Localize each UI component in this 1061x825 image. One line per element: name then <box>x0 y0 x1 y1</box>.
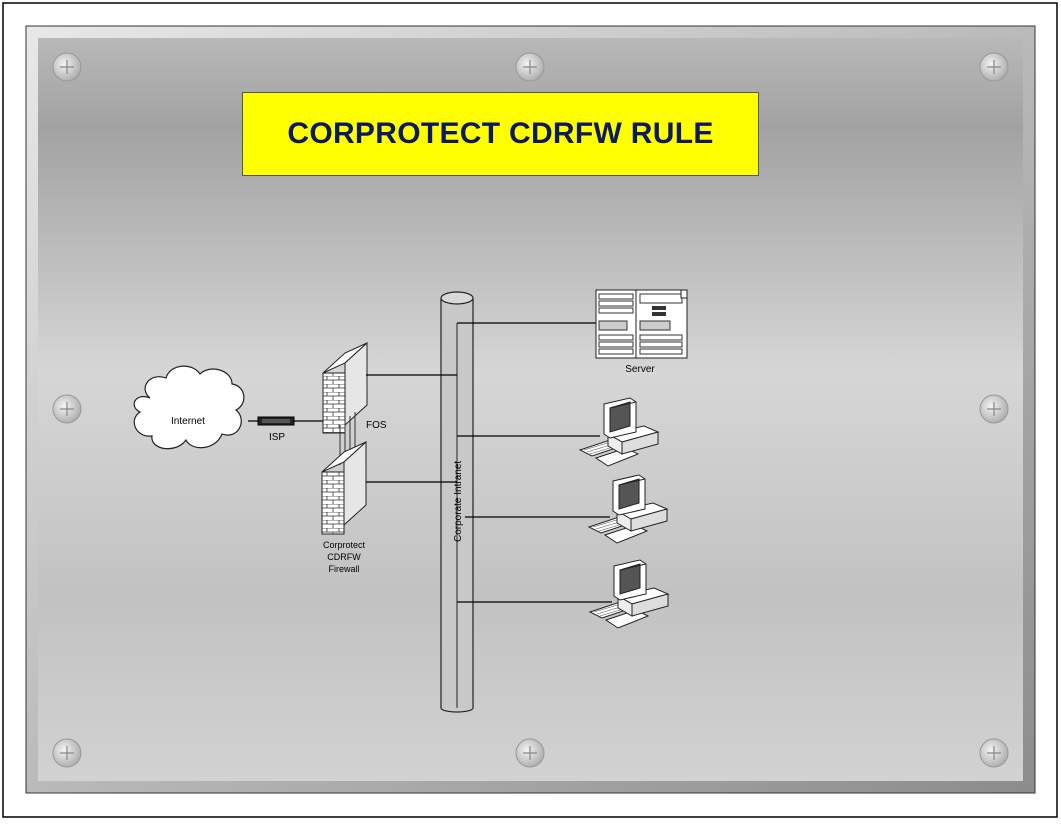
desktop-computer-icon <box>578 397 660 467</box>
firewall-label-line2: CDRFW <box>327 552 361 562</box>
desktop-computer-icon <box>587 474 669 544</box>
desktop-computer-icon <box>588 559 670 629</box>
fos-label: FOS <box>366 420 387 431</box>
screw-icon <box>515 738 545 768</box>
isp-label: ISP <box>269 432 285 443</box>
screw-icon <box>52 394 82 424</box>
page-title: CORPROTECT CDRFW RULE <box>287 117 714 150</box>
modem-icon <box>257 416 295 426</box>
internet-label: Internet <box>171 416 205 427</box>
screw-icon <box>52 52 82 82</box>
firewall-label-line1: Corprotect <box>323 540 366 550</box>
brick-wall-icon <box>321 440 367 535</box>
screw-icon <box>979 394 1009 424</box>
server-label: Server <box>625 364 655 375</box>
firewall-label-line3: Firewall <box>328 564 359 574</box>
brick-wall-icon <box>322 341 368 434</box>
screw-icon <box>979 52 1009 82</box>
screw-icon <box>979 738 1009 768</box>
cloud-icon <box>133 365 245 450</box>
title-banner: CORPROTECT CDRFW RULE <box>242 92 759 176</box>
screw-icon <box>52 738 82 768</box>
server-rack-icon <box>595 289 688 359</box>
screw-icon <box>515 52 545 82</box>
intranet-label: Corporate Intranet <box>453 461 464 542</box>
